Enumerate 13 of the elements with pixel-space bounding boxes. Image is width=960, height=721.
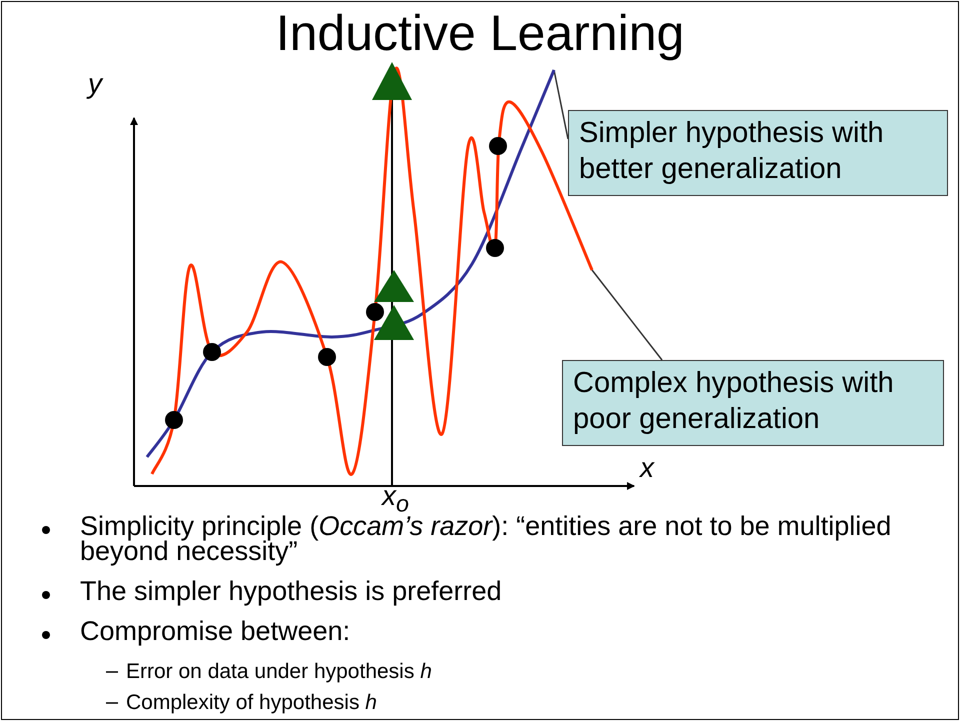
bullet-text: Compromise between:	[80, 619, 352, 644]
leader-line	[553, 70, 569, 140]
callout-box: Complex hypothesis with poor generalization	[562, 360, 944, 446]
axis-label: x$_{o}$	[382, 480, 409, 517]
sub-bullet-text: Complexity of hypothesis h	[126, 690, 378, 716]
axis-label: y	[88, 68, 102, 100]
callout-box: Simpler hypothesis with better generalization	[568, 110, 948, 196]
leader-line	[591, 270, 663, 360]
bullet-text: Simplicity principle (Occam’s razor): “entities are not to be multiplied beyond necessity”	[80, 514, 892, 564]
sub-bullet-text: Error on data under hypothesis h	[126, 659, 433, 685]
bullet-text: The simpler hypothesis is preferred	[80, 579, 503, 604]
slide-title: Inductive Learning	[274, 4, 686, 63]
axis-label: x	[640, 452, 654, 484]
